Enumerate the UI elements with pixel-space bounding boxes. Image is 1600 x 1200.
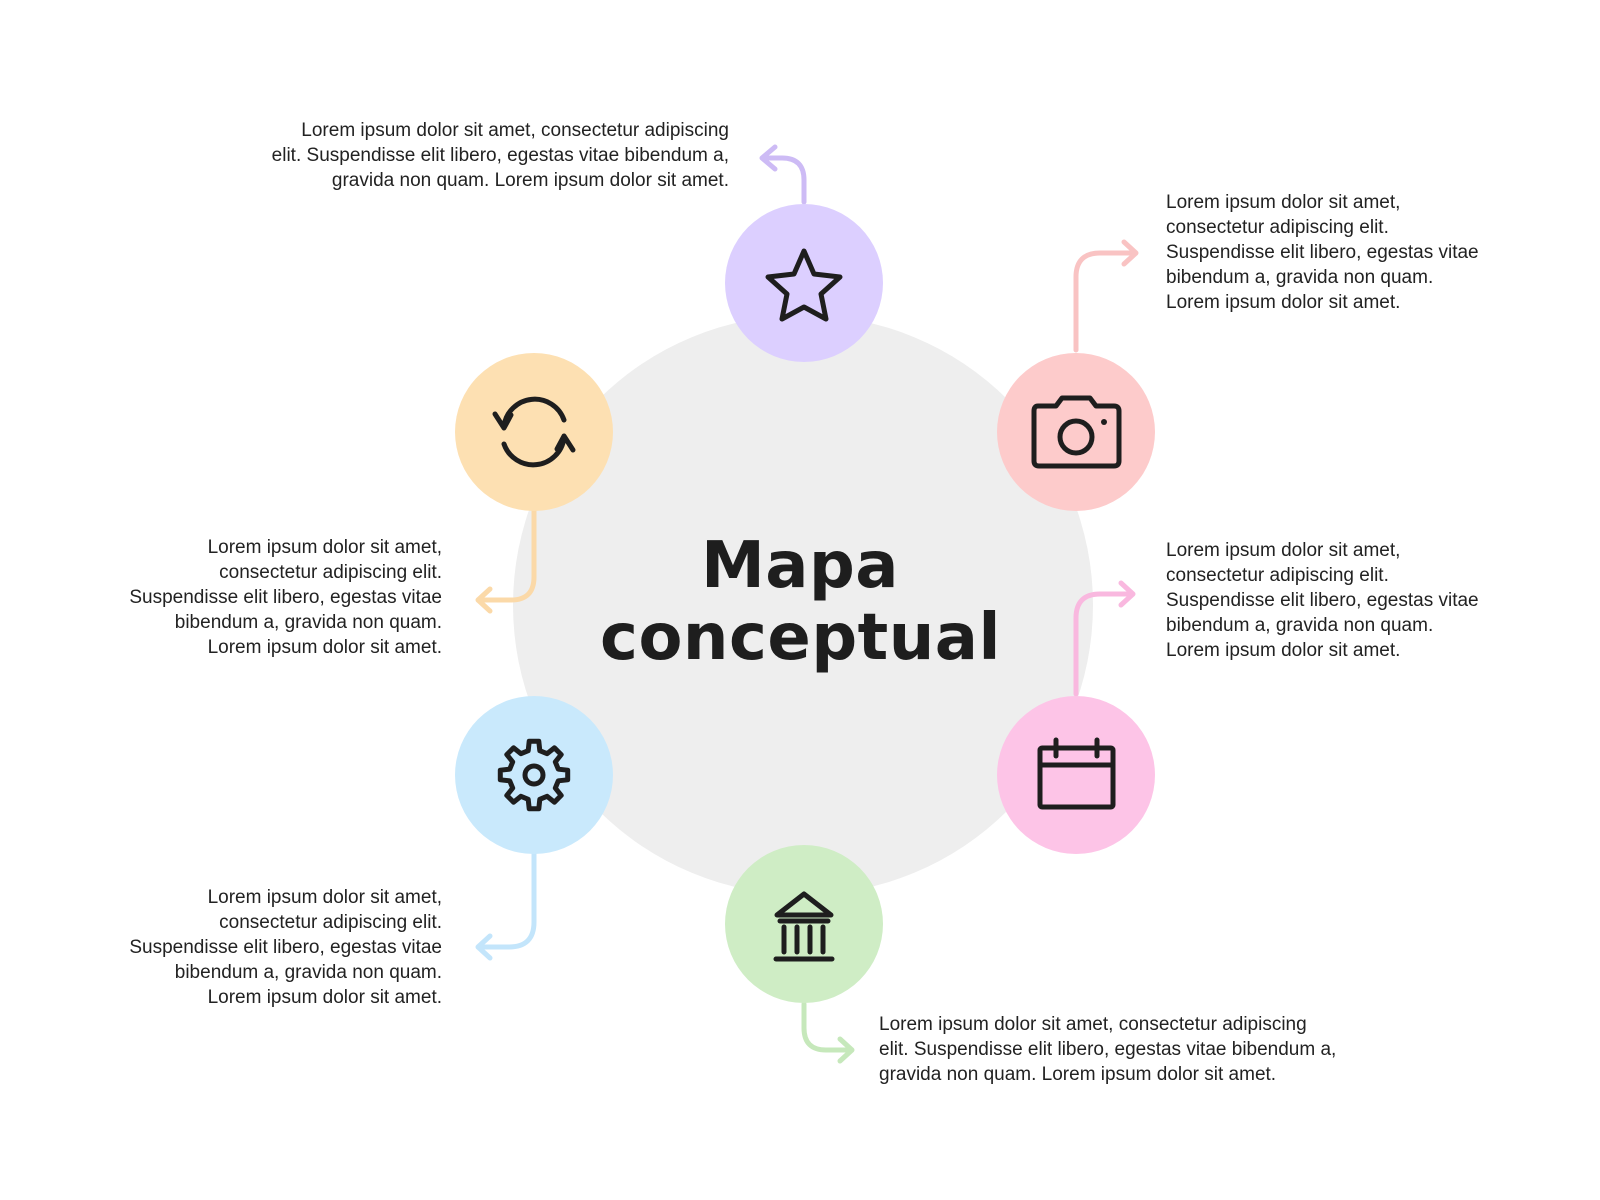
gear-description: Lorem ipsum dolor sit amet, consectetur … xyxy=(129,885,442,1010)
gear-node xyxy=(455,696,613,854)
text-line: Lorem ipsum dolor sit amet, xyxy=(1166,192,1401,213)
text-line: Lorem ipsum dolor sit amet, xyxy=(207,887,442,908)
text-line: Lorem ipsum dolor sit amet. xyxy=(1166,640,1401,661)
title-line-1: Mapa xyxy=(701,529,899,603)
text-line: consectetur adipiscing elit. xyxy=(219,562,442,583)
camera-description: Lorem ipsum dolor sit amet, consectetur … xyxy=(1166,190,1479,315)
gear-icon xyxy=(497,738,571,812)
text-line: Lorem ipsum dolor sit amet, consectetur … xyxy=(879,1014,1307,1035)
text-line: bibendum a, gravida non quam. xyxy=(174,962,442,983)
star-icon xyxy=(765,248,843,322)
text-line: Lorem ipsum dolor sit amet. xyxy=(207,987,442,1008)
text-line: elit. Suspendisse elit libero, egestas v… xyxy=(271,145,729,166)
calendar-description: Lorem ipsum dolor sit amet, consectetur … xyxy=(1166,538,1479,663)
bank-node xyxy=(725,845,883,1003)
camera-node xyxy=(997,353,1155,511)
star-description: Lorem ipsum dolor sit amet, consectetur … xyxy=(272,118,729,193)
bank-icon xyxy=(773,891,835,962)
refresh-node xyxy=(455,353,613,511)
refresh-icon xyxy=(492,396,576,468)
text-line: gravida non quam. Lorem ipsum dolor sit … xyxy=(331,170,729,191)
arrow-refresh xyxy=(475,508,537,614)
text-line: Suspendisse elit libero, egestas vitae xyxy=(1166,242,1479,263)
text-line: Suspendisse elit libero, egestas vitae xyxy=(129,587,442,608)
arrow-gear xyxy=(475,851,537,961)
calendar-icon xyxy=(1037,737,1116,810)
title-line-2: conceptual xyxy=(600,601,1001,675)
arrow-camera xyxy=(1073,239,1139,353)
text-line: consectetur adipiscing elit. xyxy=(1166,565,1389,586)
text-line: Suspendisse elit libero, egestas vitae xyxy=(1166,590,1479,611)
text-line: Lorem ipsum dolor sit amet, xyxy=(1166,540,1401,561)
text-line: bibendum a, gravida non quam. xyxy=(1166,267,1434,288)
text-line: bibendum a, gravida non quam. xyxy=(174,612,442,633)
arrow-bank xyxy=(801,1001,855,1064)
refresh-description: Lorem ipsum dolor sit amet, consectetur … xyxy=(129,535,442,660)
text-line: Lorem ipsum dolor sit amet. xyxy=(207,637,442,658)
star-node xyxy=(725,204,883,362)
arrow-calendar xyxy=(1073,580,1136,697)
text-line: bibendum a, gravida non quam. xyxy=(1166,615,1434,636)
center-circle xyxy=(513,315,1093,895)
text-line: gravida non quam. Lorem ipsum dolor sit … xyxy=(879,1064,1277,1085)
text-line: Lorem ipsum dolor sit amet, xyxy=(207,537,442,558)
text-line: elit. Suspendisse elit libero, egestas v… xyxy=(879,1039,1337,1060)
text-line: consectetur adipiscing elit. xyxy=(219,912,442,933)
text-line: Suspendisse elit libero, egestas vitae xyxy=(129,937,442,958)
arrow-star xyxy=(759,144,807,205)
calendar-node xyxy=(997,696,1155,854)
text-line: Lorem ipsum dolor sit amet. xyxy=(1166,292,1401,313)
bank-description: Lorem ipsum dolor sit amet, consectetur … xyxy=(879,1012,1336,1087)
text-line: Lorem ipsum dolor sit amet, consectetur … xyxy=(301,120,729,141)
camera-icon xyxy=(1031,395,1122,469)
text-line: consectetur adipiscing elit. xyxy=(1166,217,1389,238)
page-title: Mapa conceptual xyxy=(600,530,1000,674)
